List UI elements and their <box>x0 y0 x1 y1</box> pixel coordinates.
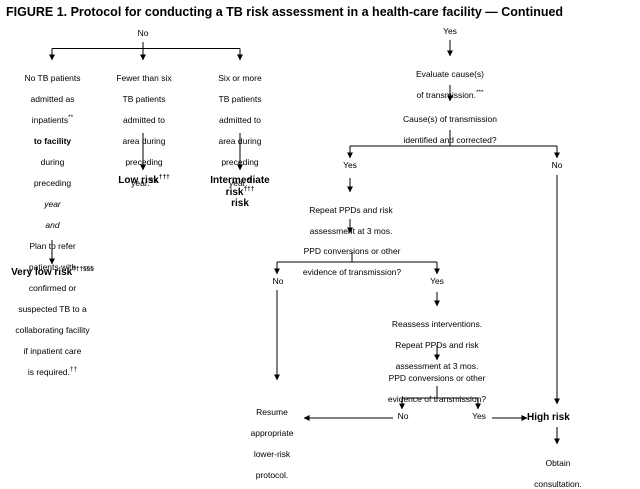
node-line: is required. <box>27 366 70 377</box>
node-line: confirmed or <box>28 282 77 293</box>
decision3-no-label: No <box>397 411 409 421</box>
node-line: year. <box>229 177 248 188</box>
node-line: Repeat PPDs and risk <box>309 204 393 215</box>
footnote-marker: ¶ <box>247 176 251 184</box>
node-line: patients with <box>28 261 77 272</box>
node-line: Six or more <box>218 72 262 83</box>
node-six-or-more: Six or more TB patients admitted to area… <box>196 62 284 188</box>
left-branch-label-no: No <box>137 28 149 38</box>
node-line: collaborating facility <box>15 324 90 335</box>
outcome-label: Very low risk <box>11 267 73 278</box>
node-line: Plan to refer <box>29 240 76 251</box>
footnote-marker: *** <box>475 88 484 96</box>
node-obtain-consultation: Obtain consultation. <box>512 447 604 489</box>
node-line: PPD conversions or other <box>388 372 486 383</box>
decision-ppd-conversions-1: PPD conversions or other evidence of tra… <box>282 235 422 277</box>
decision-causes-identified: Cause(s) of transmission identified and … <box>374 103 526 145</box>
node-line: appropriate <box>250 427 294 438</box>
outcome-label: Low risk <box>118 175 159 186</box>
node-line: protocol. <box>255 469 289 480</box>
node-line: assessment at 3 mos. <box>395 360 479 371</box>
node-line: preceding <box>125 156 163 167</box>
node-line: area during <box>218 135 262 146</box>
decision2-yes-label: Yes <box>430 276 444 286</box>
node-no-tb-patients: No TB patients admitted as inpatients** … <box>0 62 105 377</box>
outcome-very-low-risk: Very low risk†††§§§ <box>0 265 105 279</box>
outcome-label: Intermediate risk <box>210 175 270 198</box>
node-line: lower-risk <box>253 448 291 459</box>
node-line: area during <box>122 135 166 146</box>
node-line: suspected TB to a <box>18 303 87 314</box>
node-line: if inpatient care <box>23 345 82 356</box>
node-line: PPD conversions or other <box>303 245 401 256</box>
node-line-bold: to facility <box>33 135 72 146</box>
node-line: inpatients <box>31 114 69 125</box>
node-line: Fewer than six <box>116 72 172 83</box>
outcome-label: High risk <box>527 412 570 423</box>
outcome-high-risk: High risk <box>527 412 607 424</box>
right-branch-label-yes: Yes <box>443 26 457 36</box>
node-line: identified and corrected? <box>403 134 497 145</box>
decision3-yes-label: Yes <box>472 411 486 421</box>
decision1-no-label: No <box>551 160 563 170</box>
footnote-marker: §§ <box>149 176 157 184</box>
node-line: of transmission. <box>416 89 476 100</box>
node-line-italic: and <box>45 219 60 230</box>
node-line: TB patients <box>218 93 262 104</box>
node-line-italic: year <box>44 198 61 209</box>
node-line: consultation. <box>534 478 582 489</box>
footnote-marker: †††§§§ <box>72 265 94 273</box>
node-line: No TB patients <box>24 72 81 83</box>
node-line: year. <box>131 177 150 188</box>
node-repeat-ppds: Repeat PPDs and risk assessment at 3 mos… <box>288 194 414 236</box>
node-evaluate-causes: Evaluate cause(s) of transmission.*** <box>390 58 510 100</box>
node-line: admitted to <box>122 114 166 125</box>
decision1-yes-label: Yes <box>343 160 357 170</box>
node-reassess-interventions: Reassess interventions. Repeat PPDs and … <box>374 308 500 371</box>
outcome-intermediate-risk: Intermediate risk††† risk <box>196 175 284 210</box>
footnote-marker: †† <box>69 365 78 373</box>
footnote-marker: ††† <box>158 173 170 181</box>
footnote-marker: ††† <box>243 185 255 193</box>
node-line: preceding <box>221 156 259 167</box>
outcome-label-cont: risk <box>231 198 249 209</box>
node-line: Evaluate cause(s) <box>415 68 485 79</box>
node-line: TB patients <box>122 93 166 104</box>
node-line: evidence of transmission? <box>302 266 402 277</box>
node-resume-lower-risk-protocol: Resume appropriate lower-risk protocol. <box>240 396 304 480</box>
node-line: during <box>40 156 65 167</box>
node-line: admitted as <box>30 93 75 104</box>
node-line: Resume <box>256 406 288 417</box>
node-line: admitted to <box>218 114 262 125</box>
outcome-low-risk: Low risk††† <box>98 173 190 187</box>
node-line: Repeat PPDs and risk <box>395 339 479 350</box>
node-line: assessment at 3 mos. <box>309 225 393 236</box>
footnote-marker: ** <box>68 113 74 121</box>
figure-title: FIGURE 1. Protocol for conducting a TB r… <box>6 5 564 19</box>
node-line: preceding <box>33 177 72 188</box>
node-line: evidence of transmission? <box>387 393 487 404</box>
decision2-no-label: No <box>272 276 284 286</box>
node-line: Obtain <box>545 457 571 468</box>
decision-ppd-conversions-2: PPD conversions or other evidence of tra… <box>367 362 507 404</box>
node-fewer-than-six: Fewer than six TB patients admitted to a… <box>98 62 190 188</box>
node-line: Reassess interventions. <box>391 318 483 329</box>
node-line: Cause(s) of transmission <box>402 113 497 124</box>
